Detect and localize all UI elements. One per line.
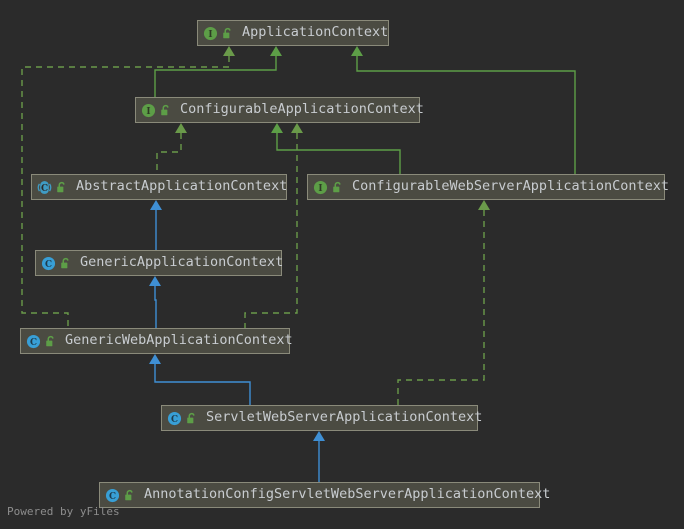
abstract-class-icon: C <box>37 180 52 194</box>
interface-icon: I <box>141 103 156 117</box>
node-icon-group: C <box>105 488 144 503</box>
interface-icon: I <box>203 26 218 40</box>
uml-edge-configwebserver-extends-configurable[interactable] <box>271 123 401 174</box>
class-icon: C <box>105 488 120 502</box>
public-lock-icon <box>125 489 133 500</box>
uml-node-AbstractApplicationContext[interactable]: C AbstractApplicationContext <box>31 174 287 200</box>
edge-arrowhead <box>223 46 235 56</box>
public-lock-icon <box>223 27 231 38</box>
uml-edge-servletweb-implements-configwebserver[interactable] <box>397 200 490 405</box>
uml-node-ConfigurableWebServerApplicationContext[interactable]: I ConfigurableWebServerApplicationContext <box>307 174 669 200</box>
edge-line <box>156 133 182 174</box>
public-lock-icon <box>161 104 169 115</box>
svg-text:C: C <box>171 414 178 424</box>
svg-text:C: C <box>45 259 52 269</box>
svg-text:C: C <box>30 337 37 347</box>
node-icon-group: I <box>141 103 180 118</box>
edge-line <box>21 56 230 328</box>
public-lock-icon <box>187 412 195 423</box>
edge-line <box>397 210 485 405</box>
yfiles-watermark: Powered by yFiles <box>7 505 120 518</box>
uml-node-label: ConfigurableWebServerApplicationContext <box>352 178 669 195</box>
node-icon-group: C <box>26 334 65 349</box>
svg-text:C: C <box>109 491 116 501</box>
svg-text:C: C <box>41 183 48 193</box>
edge-line <box>356 56 576 174</box>
public-lock-icon <box>333 181 341 192</box>
uml-node-label: ApplicationContext <box>242 24 389 41</box>
edge-line <box>154 56 277 97</box>
edge-arrowhead <box>270 46 282 56</box>
svg-text:I: I <box>146 106 150 116</box>
uml-node-label: AnnotationConfigServletWebServerApplicat… <box>144 486 551 503</box>
uml-edge-configwebserver-extends-applicationcontext[interactable] <box>351 46 576 174</box>
edge-line <box>154 286 157 328</box>
class-icon: C <box>41 256 56 270</box>
uml-edge-genericweb-extends-generic[interactable] <box>149 276 161 328</box>
uml-node-GenericApplicationContext[interactable]: C GenericApplicationContext <box>35 250 284 276</box>
uml-node-ApplicationContext[interactable]: I ApplicationContext <box>197 20 389 46</box>
uml-edge-generic-extends-abstract[interactable] <box>150 200 162 250</box>
edge-arrowhead <box>149 354 161 364</box>
edge-arrowhead <box>150 200 162 210</box>
uml-edge-servletweb-extends-genericweb[interactable] <box>149 354 251 405</box>
node-icon-group: I <box>313 180 352 195</box>
class-icon: C <box>26 334 41 348</box>
node-icon-group: C <box>37 180 76 195</box>
edge-line <box>276 133 401 174</box>
edge-arrowhead <box>271 123 283 133</box>
public-lock-icon <box>57 181 65 192</box>
uml-node-label: GenericWebApplicationContext <box>65 332 293 349</box>
svg-text:I: I <box>208 29 212 39</box>
uml-edge-genericweb-implements-applicationcontext[interactable] <box>21 46 235 328</box>
node-icon-group: C <box>167 411 206 426</box>
uml-node-ConfigurableApplicationContext[interactable]: I ConfigurableApplicationContext <box>135 97 424 123</box>
edge-line <box>244 133 298 328</box>
class-icon: C <box>167 411 182 425</box>
edge-line <box>154 364 251 405</box>
public-lock-icon <box>46 335 54 346</box>
edge-arrowhead <box>351 46 363 56</box>
edge-arrowhead <box>313 431 325 441</box>
uml-node-label: ServletWebServerApplicationContext <box>206 409 483 426</box>
uml-edge-abstract-implements-configurable[interactable] <box>156 123 187 174</box>
uml-node-label: ConfigurableApplicationContext <box>180 101 424 118</box>
uml-node-GenericWebApplicationContext[interactable]: C GenericWebApplicationContext <box>20 328 293 354</box>
uml-node-label: AbstractApplicationContext <box>76 178 288 195</box>
svg-text:I: I <box>318 183 322 193</box>
uml-edge-configurable-extends-applicationcontext[interactable] <box>154 46 282 97</box>
edge-arrowhead <box>149 276 161 286</box>
edge-arrowhead <box>291 123 303 133</box>
uml-node-AnnotationConfigServletWebServerApplicationContext[interactable]: C AnnotationConfigServletWebServerApplica… <box>99 482 550 508</box>
public-lock-icon <box>61 257 69 268</box>
edge-arrowhead <box>478 200 490 210</box>
uml-node-ServletWebServerApplicationContext[interactable]: C ServletWebServerApplicationContext <box>161 405 482 431</box>
interface-icon: I <box>313 180 328 194</box>
uml-edge-genericweb-implements-configurable[interactable] <box>244 123 303 328</box>
edge-arrowhead <box>175 123 187 133</box>
node-icon-group: C <box>41 256 80 271</box>
uml-edge-annotationconfig-extends-servletweb[interactable] <box>313 431 325 482</box>
node-icon-group: I <box>203 26 242 41</box>
uml-node-label: GenericApplicationContext <box>80 254 284 271</box>
